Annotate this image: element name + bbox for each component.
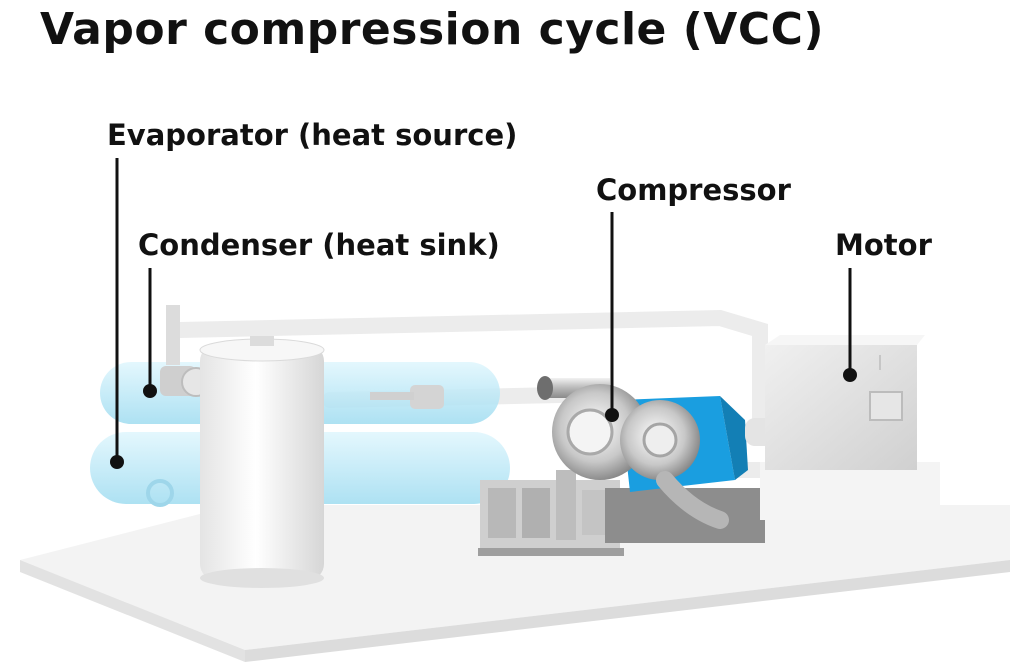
compressor-unit	[537, 376, 765, 543]
lube-oil-skid	[478, 470, 624, 556]
label-motor: Motor	[835, 228, 932, 262]
callout-condenser	[143, 268, 157, 398]
label-evaporator: Evaporator (heat source)	[107, 118, 518, 152]
label-compressor: Compressor	[596, 173, 791, 207]
callout-compressor	[605, 212, 619, 422]
callout-motor	[843, 268, 857, 382]
receiver-tank	[199, 336, 325, 588]
callout-evaporator	[110, 158, 124, 469]
diagram-title: Vapor compression cycle (VCC)	[40, 4, 825, 55]
motor-unit	[760, 335, 940, 520]
label-condenser: Condenser (heat sink)	[138, 228, 500, 262]
